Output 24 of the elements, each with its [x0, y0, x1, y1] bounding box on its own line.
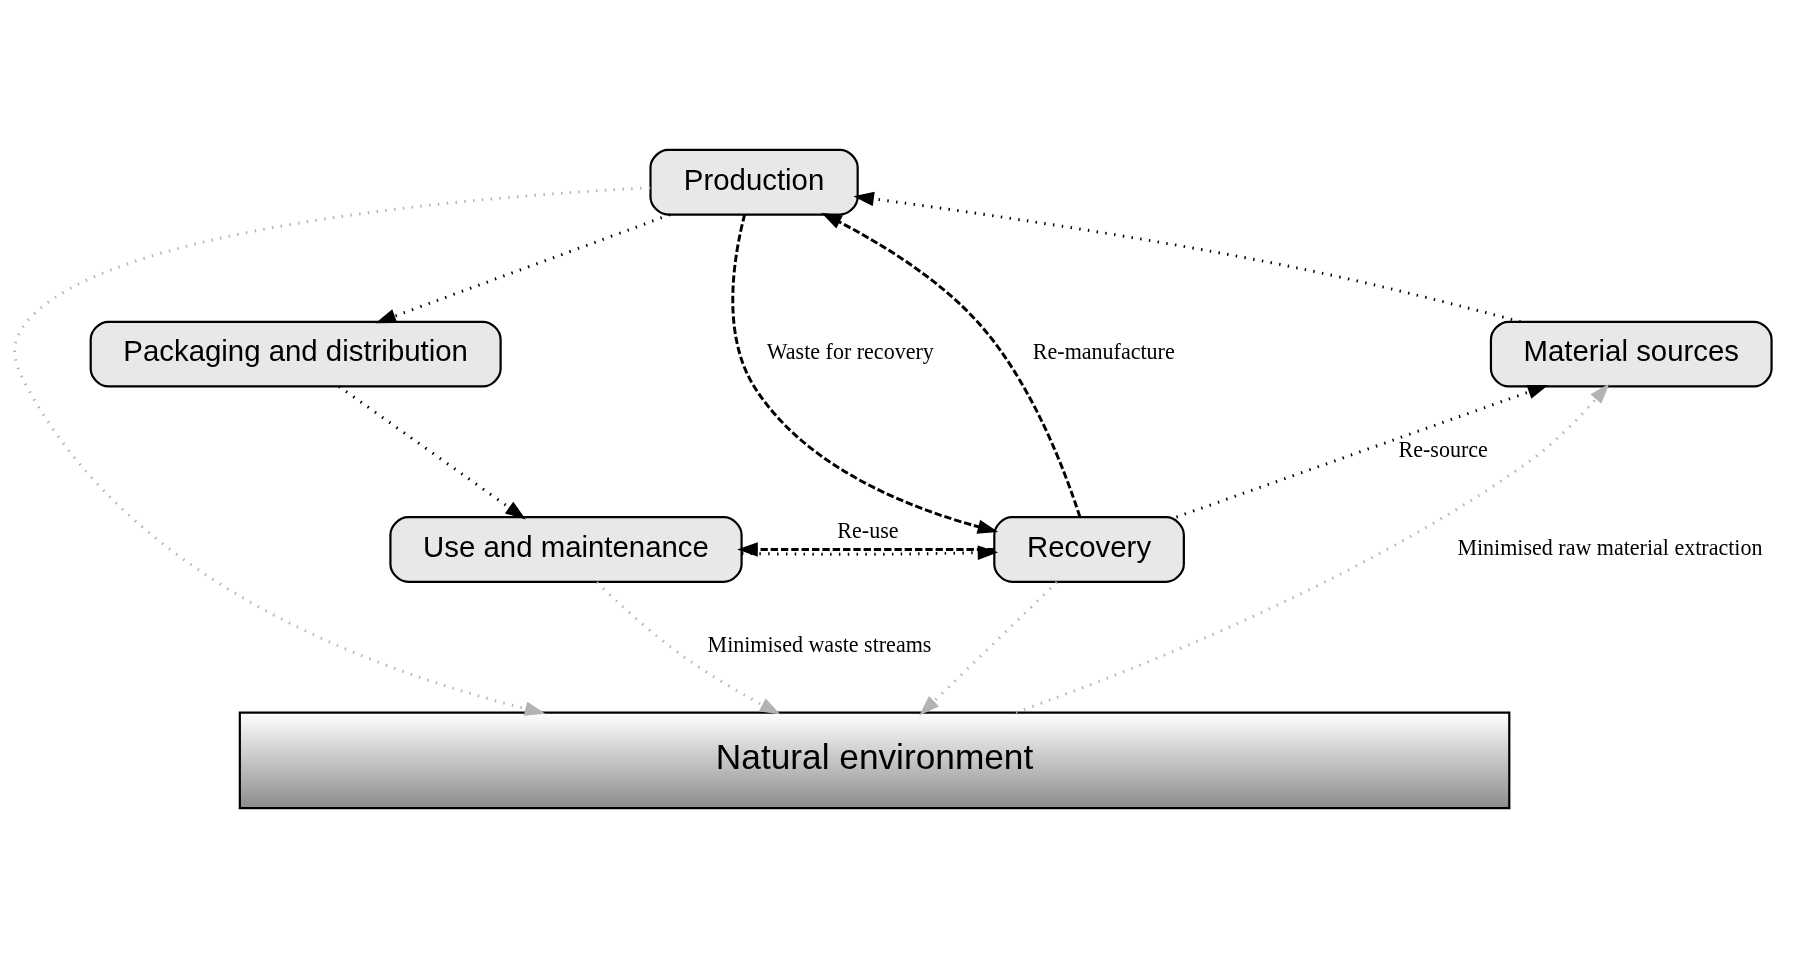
- edge-label: Minimised raw material extraction: [1457, 534, 1763, 560]
- arrow: [338, 384, 526, 519]
- node-box: Recovery: [993, 515, 1185, 583]
- node-box: Use and maintenance: [389, 515, 743, 583]
- arrow: [731, 213, 999, 534]
- arrow: [375, 212, 671, 323]
- edge-label: Waste for recovery: [766, 338, 934, 364]
- node-box: Natural environment: [238, 711, 1511, 809]
- edge-label: Re-use: [837, 517, 899, 543]
- arrow: [821, 212, 1082, 517]
- arrow: [737, 541, 995, 557]
- node-box: Packaging and distribution: [89, 320, 502, 388]
- arrow: [853, 191, 1521, 323]
- node-box: Production: [649, 148, 859, 216]
- arrow: [741, 544, 999, 560]
- arrow: [919, 580, 1058, 716]
- arrow: [1015, 382, 1610, 714]
- edge-label: Re-manufacture: [1032, 338, 1175, 364]
- node-box: Material sources: [1489, 320, 1773, 388]
- edge-label: Minimised waste streams: [707, 631, 932, 657]
- arrow: [1175, 384, 1549, 518]
- arrow: [13, 185, 651, 716]
- edge-label: Re-source: [1398, 436, 1488, 462]
- arrow: [595, 580, 781, 715]
